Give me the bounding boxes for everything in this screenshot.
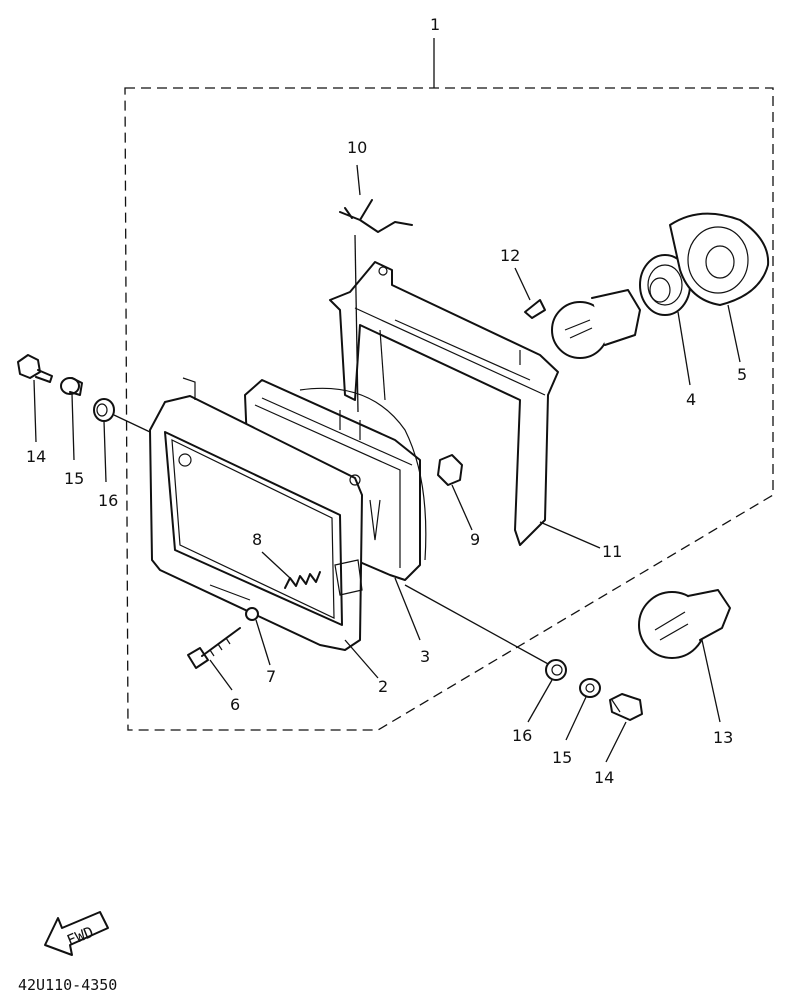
callout-14-right: 14 (594, 768, 614, 787)
leader-5 (727, 304, 741, 363)
leader-3 (394, 577, 421, 641)
dash-line-right (404, 584, 551, 666)
bulb (638, 589, 731, 659)
leader-15b (565, 696, 587, 741)
clip (339, 199, 413, 233)
bolt-left (17, 354, 53, 383)
adjuster-screw (187, 627, 241, 669)
collar-right (579, 678, 601, 698)
callout-1: 1 (430, 15, 440, 34)
callout-11: 11 (602, 542, 622, 561)
pin (524, 299, 546, 319)
callout-4: 4 (686, 390, 696, 409)
callout-7: 7 (266, 667, 276, 686)
collar-left (60, 377, 83, 396)
leader-2 (344, 639, 379, 679)
assembly-boundary (124, 87, 774, 731)
callout-5: 5 (737, 365, 747, 384)
leader-15a (71, 393, 75, 461)
leader-12 (514, 267, 531, 301)
fwd-arrow: FWD (44, 911, 109, 956)
headlight-bracket (329, 261, 559, 546)
callout-2: 2 (378, 677, 388, 696)
callout-9: 9 (470, 530, 480, 549)
leader-9 (451, 484, 473, 531)
leader-7 (255, 619, 271, 666)
adjuster-spring (284, 571, 321, 589)
callout-16-left: 16 (98, 491, 118, 510)
leader-14a (33, 379, 37, 443)
nut-clip (437, 454, 463, 486)
callout-8: 8 (252, 530, 262, 549)
leader-10 (356, 164, 361, 196)
headlight-rim (149, 377, 363, 651)
callout-14-left: 14 (26, 447, 46, 466)
leader-14b (605, 721, 627, 763)
callout-16-right: 16 (512, 726, 532, 745)
callout-15-left: 15 (64, 469, 84, 488)
washer (245, 607, 259, 621)
callout-6: 6 (230, 695, 240, 714)
leader-8 (261, 551, 291, 579)
grommet-left (93, 398, 115, 422)
callout-15-right: 15 (552, 748, 572, 767)
leader-16b (527, 679, 553, 723)
drawing-code: 42U110-4350 (18, 976, 117, 994)
bolt-right (609, 693, 643, 721)
inner-bulb (551, 289, 641, 359)
leader-11 (539, 521, 601, 549)
callout-12: 12 (500, 246, 520, 265)
callout-3: 3 (420, 647, 430, 666)
leader-16a (103, 420, 107, 483)
leader-6 (209, 659, 233, 691)
callout-13: 13 (713, 728, 733, 747)
callout-10: 10 (347, 138, 367, 157)
grommet-right (545, 659, 567, 681)
socket-cover (669, 212, 770, 306)
leader-4 (677, 311, 691, 386)
leader-13 (701, 639, 721, 723)
